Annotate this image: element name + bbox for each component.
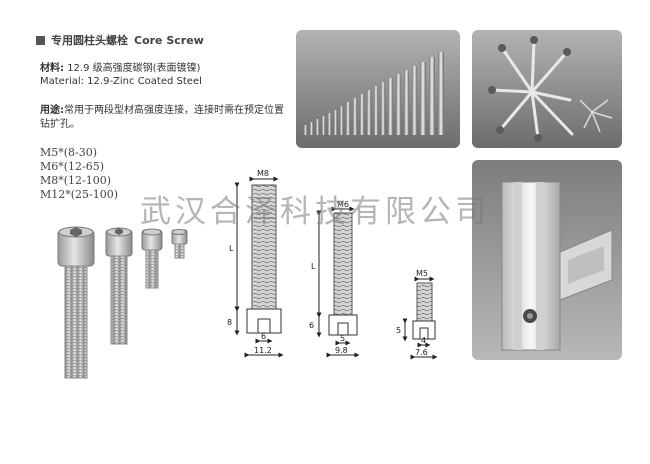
title-cn: 专用圆柱头螺栓 [51, 34, 128, 47]
usage-text: 常用于两段型材高强度连接，连接时需在预定位置钻扩孔。 [40, 105, 284, 130]
dim-m8-socket: 6 [261, 332, 266, 341]
drawing-m8: M8 L 8 6 11.2 [227, 169, 284, 358]
watermark: 武汉合泽科技有限公司 [140, 194, 490, 230]
dim-m8-head-height: 8 [227, 318, 232, 327]
profile-joint-image [472, 160, 622, 360]
material-en: Material: 12.9-Zinc Coated Steel [40, 76, 202, 87]
title-en: Core Screw [134, 33, 204, 47]
drawing-m5: M5 5 4 7.6 [396, 269, 438, 360]
technical-drawings: M8 L 8 6 11.2 M6 L 6 5 9.8 M5 5 4 7 [227, 169, 438, 360]
dim-m5-head-height: 5 [396, 326, 401, 335]
size-item: M12*(25-100) [40, 188, 119, 201]
dim-m8-head-diameter: 11.2 [254, 346, 272, 355]
screws-illustration [57, 226, 188, 379]
screw-star-image [472, 30, 622, 148]
material-label: 材料: [40, 63, 64, 74]
photo-profile-joint [472, 160, 622, 360]
title-bullet-icon [36, 35, 45, 45]
size-list: M5*(8-30) M6*(12-65) M8*(12-100) M12*(25… [40, 146, 118, 202]
usage-label: 用途: [40, 105, 64, 116]
material-block: 材料: 12.9 级高强度碳钢(表面镀镍) Material: 12.9-Zin… [40, 62, 202, 88]
dim-m6-thread: M6 [337, 200, 349, 209]
dim-m5-socket: 4 [421, 336, 426, 345]
header: 专用圆柱头螺栓 Core Screw [36, 32, 204, 48]
material-value: 12.9 级高强度碳钢(表面镀镍) [67, 63, 201, 74]
dim-m6-head-height: 6 [309, 321, 314, 330]
dim-m8-length: L [229, 244, 234, 253]
size-item: M6*(12-65) [40, 160, 105, 173]
size-item: M8*(12-100) [40, 174, 112, 187]
size-item: M5*(8-30) [40, 146, 98, 159]
dim-m5-head-diameter: 7.6 [415, 348, 428, 357]
photo-screw-row [296, 30, 460, 148]
dim-m6-socket: 5 [340, 334, 345, 343]
dim-m8-thread: M8 [257, 169, 269, 178]
usage-block: 用途:常用于两段型材高强度连接，连接时需在预定位置钻扩孔。 [40, 104, 290, 132]
dim-m6-head-diameter: 9.8 [335, 346, 348, 355]
drawing-m6: M6 L 6 5 9.8 [309, 200, 360, 358]
dim-m6-length: L [311, 262, 316, 271]
photo-screw-star [472, 30, 622, 148]
screw-row-image [296, 30, 460, 148]
dim-m5-thread: M5 [416, 269, 428, 278]
